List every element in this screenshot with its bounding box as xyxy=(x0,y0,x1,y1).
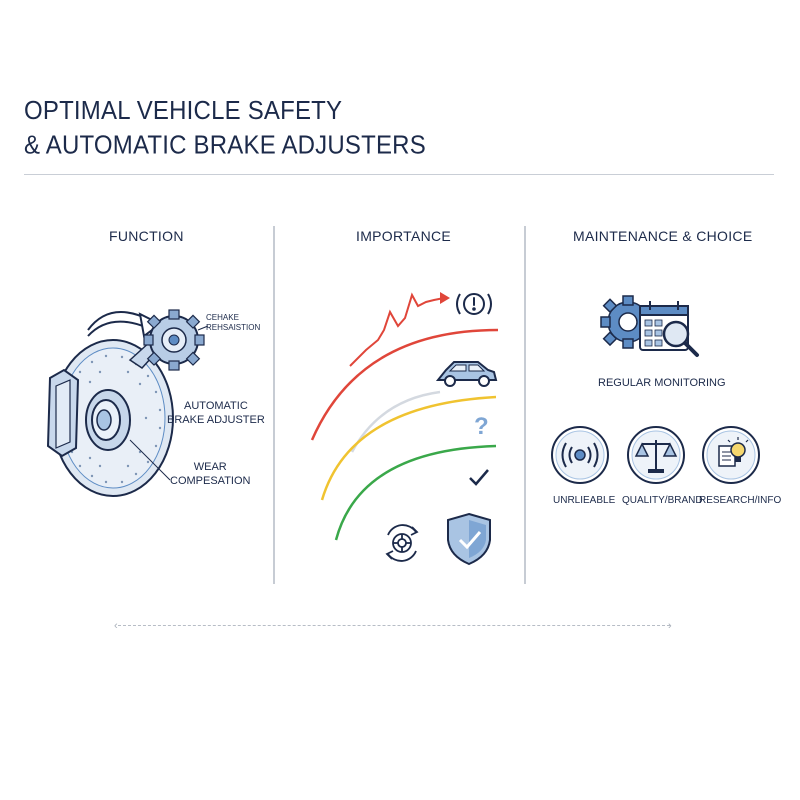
right-arrow-icon: › xyxy=(668,620,672,632)
car-icon xyxy=(435,361,498,387)
yellow-curve xyxy=(320,395,497,501)
magnifier-icon xyxy=(662,320,699,357)
caliper-label: CEHAKE REHSAISTION xyxy=(206,313,261,332)
maintenance-heading: MAINTENANCE & CHOICE xyxy=(573,228,753,244)
green-curve xyxy=(334,444,497,541)
page-title: OPTIMAL VEHICLE SAFETY & AUTOMATIC BRAKE… xyxy=(24,94,426,163)
brake-disc-icon xyxy=(52,339,174,497)
adjuster-label: AUTOMATIC BRAKE ADJUSTER xyxy=(167,400,265,426)
title-line-1: OPTIMAL VEHICLE SAFETY xyxy=(24,96,343,126)
lightbulb-document-icon xyxy=(702,426,760,484)
wear-label: WEAR COMPESATION xyxy=(170,461,251,487)
title-divider xyxy=(24,174,774,175)
adjuster-gear-icon xyxy=(128,309,205,371)
unreliable-label: UNRLIEABLE xyxy=(553,495,616,506)
regular-monitoring-label: REGULAR MONITORING xyxy=(598,377,726,389)
research-info-label: RESEARCH/INFO xyxy=(699,495,782,506)
rotating-disc-icon xyxy=(385,524,419,562)
quality-brand-label: QUALITY/BRAND xyxy=(622,495,703,506)
shield-check-icon xyxy=(447,512,491,566)
column-divider-1 xyxy=(273,226,275,584)
question-mark-icon: ? xyxy=(474,413,489,440)
sound-waves-icon xyxy=(551,426,609,484)
left-arrow-icon: ‹ xyxy=(114,620,118,632)
caliper-icon xyxy=(46,368,80,458)
column-divider-2 xyxy=(524,226,526,584)
rising-arrow-icon xyxy=(349,292,445,367)
red-curve xyxy=(310,328,499,441)
bottom-divider xyxy=(118,625,670,627)
title-line-2: & AUTOMATIC BRAKE ADJUSTERS xyxy=(24,130,426,160)
function-heading: FUNCTION xyxy=(109,228,184,244)
checkmark-icon xyxy=(469,469,489,486)
scales-icon xyxy=(627,426,685,484)
importance-heading: IMPORTANCE xyxy=(356,228,452,244)
brake-warning-icon xyxy=(456,293,492,315)
